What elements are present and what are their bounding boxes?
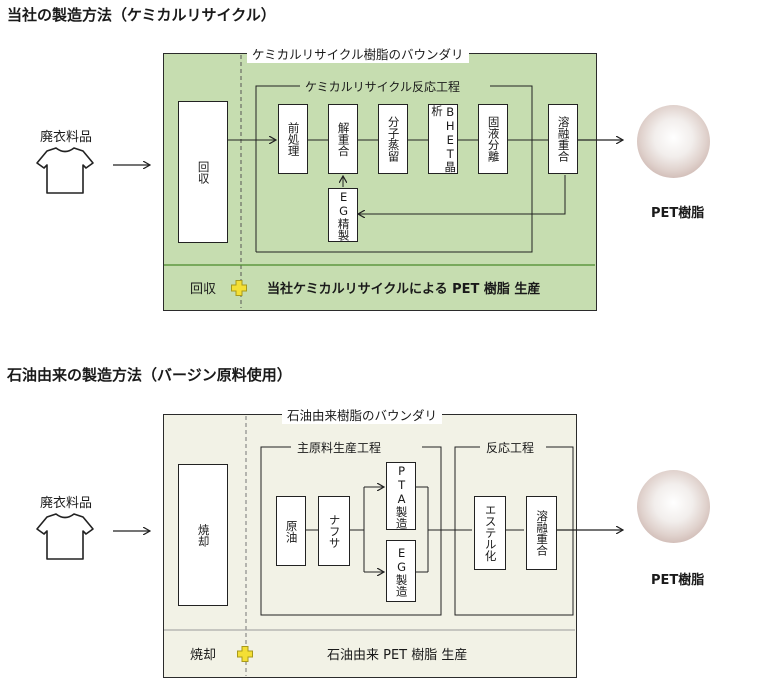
virgin-output-label: PET樹脂 (651, 573, 705, 588)
step-pretreat: 前処理 (278, 104, 308, 174)
collect-box: 回収 (178, 101, 228, 243)
eg-production-box: EG製造 (386, 540, 416, 602)
incinerate-box: 焼却 (178, 464, 228, 606)
crude-oil-box: 原油 (276, 496, 306, 566)
step-eg-refine: EG精製 (328, 188, 358, 242)
step-distill: 分子蒸留 (378, 104, 408, 174)
esterification-box: エステル化 (474, 496, 506, 570)
plus-icon (237, 646, 253, 662)
pet-pellets-image (637, 105, 710, 178)
virgin-input-label: 廃衣料品 (40, 496, 93, 511)
pta-box: PTA製造 (386, 462, 416, 530)
step-melt-polymerize: 溶融重合 (548, 104, 578, 174)
chem-boundary-label: ケミカルリサイクル樹脂のバウンダリ (247, 44, 469, 63)
chem-output-label: PET樹脂 (651, 206, 705, 221)
step-bhet: BHET晶析 (428, 104, 458, 174)
virgin-raw-label: 主原料生産工程 (292, 439, 387, 456)
melt-polymerize-box: 溶融重合 (526, 496, 557, 570)
naphtha-box: ナフサ (318, 496, 350, 566)
virgin-boundary-label: 石油由来樹脂のバウンダリ (282, 405, 443, 424)
chem-section-title: 当社の製造方法（ケミカルリサイクル） (7, 6, 276, 24)
chem-footer-right: 当社ケミカルリサイクルによる PET 樹脂 生産 (267, 282, 541, 297)
step-solid-liquid: 固液分離 (478, 104, 508, 174)
chem-process-label: ケミカルリサイクル反応工程 (300, 78, 466, 95)
virgin-section-title: 石油由来の製造方法（バージン原料使用） (7, 366, 292, 384)
step-depolymerize: 解重合 (328, 104, 358, 174)
chem-footer-left: 回収 (190, 282, 217, 297)
chem-boundary-panel (163, 53, 597, 311)
virgin-footer-right: 石油由来 PET 樹脂 生産 (327, 648, 468, 663)
collect-label: 回収 (196, 160, 211, 184)
chem-input-label: 廃衣料品 (40, 130, 93, 145)
pet-pellets-image (637, 470, 710, 543)
virgin-footer-left: 焼却 (190, 648, 217, 663)
plus-icon (231, 280, 247, 296)
virgin-reaction-label: 反応工程 (481, 439, 540, 456)
